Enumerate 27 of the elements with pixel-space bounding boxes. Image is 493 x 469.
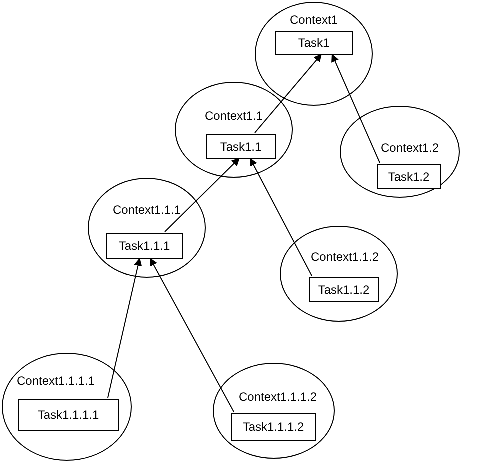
task-box: Task1.1.1 — [106, 233, 183, 259]
task-box: Task1.1 — [206, 134, 276, 159]
context-label: Context1.2 — [381, 141, 440, 155]
context-ellipse — [280, 226, 398, 322]
arrow — [250, 158, 312, 276]
context-ellipse — [255, 2, 373, 106]
context-label: Context1.1.2 — [311, 250, 380, 264]
task-box: Task1.1.1.2 — [231, 413, 316, 441]
context-label: Context1.1.1.2 — [239, 390, 318, 404]
task-box: Task1.1.1.1 — [18, 399, 119, 431]
context-ellipse — [213, 363, 335, 459]
context-ellipse — [88, 178, 206, 278]
task-box: Task1 — [275, 31, 353, 55]
context-label: Context1.1.1.1 — [17, 374, 96, 388]
context-ellipse — [175, 82, 293, 178]
arrow — [254, 54, 322, 134]
context-ellipse — [2, 353, 132, 461]
task-box: Task1.2 — [377, 164, 441, 189]
context-label: Context1 — [288, 13, 340, 27]
context-label: Context1.1 — [204, 109, 264, 123]
arrow — [108, 258, 142, 398]
arrow — [332, 54, 380, 164]
task-box: Task1.1.2 — [309, 277, 379, 302]
context-ellipse — [340, 106, 460, 198]
arrow — [150, 258, 234, 412]
context-label: Context1.1.1 — [112, 203, 182, 217]
arrow — [164, 158, 240, 232]
